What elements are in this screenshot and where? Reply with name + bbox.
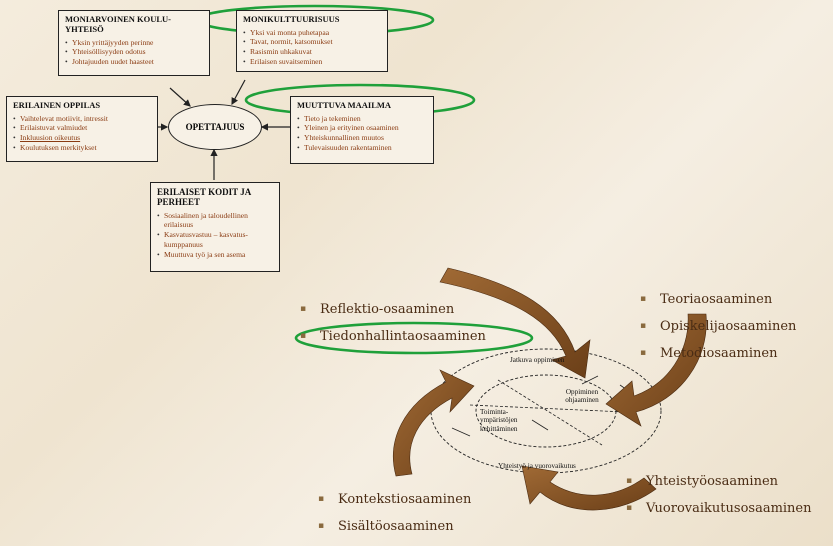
box-title: ERILAISET KODIT JA PERHEET (157, 187, 251, 208)
cycle-label-jatkuva: Jatkuva oppiminen (510, 356, 565, 364)
center-opettajuus: OPETTAJUUS (168, 104, 262, 150)
list-item: Sisältöosaaminen (318, 513, 471, 540)
box-item: Vaihtelevat motiivit, intressit (13, 114, 151, 124)
box-erilainen-oppilas: ERILAINEN OPPILAS Vaihtelevat motiivit, … (6, 96, 158, 162)
box-monikulttuurisuus: MONIKULTTUURISUUS Yksi vai monta puhetap… (236, 10, 388, 72)
box-item: Rasismin uhkakuvat (243, 47, 381, 57)
list-item: Opiskelijaosaaminen (640, 313, 796, 340)
box-item: Sosiaalinen ja taloudellinen erilaisuus (157, 211, 273, 230)
cycle-label-oppiminen: Oppiminen ohjaaminen (565, 388, 599, 405)
box-title: ERILAINEN OPPILAS (13, 100, 101, 110)
box-item: Koulutuksen merkitykset (13, 143, 151, 153)
list-top-left: Reflektio-osaaminen Tiedonhallintaosaami… (300, 296, 486, 350)
box-item: Erilaistuvat valmiudet (13, 123, 151, 133)
box-item: Yhteisöllisyyden odotus (65, 47, 203, 57)
list-item: Tiedonhallintaosaaminen (300, 323, 486, 350)
box-item: Muuttuva työ ja sen asema (157, 250, 273, 260)
list-top-right: Teoriaosaaminen Opiskelijaosaaminen Meto… (640, 286, 796, 367)
cycle-inner-lines (451, 375, 631, 446)
box-item: Yksi vai monta puhetapaa (243, 28, 381, 38)
arrow-left (393, 369, 475, 477)
box-title: MUUTTUVA MAAILMA (297, 100, 392, 110)
box-title: MONIKULTTUURISUUS (243, 14, 340, 24)
connector-arrows (158, 79, 290, 180)
box-item: Erilaisen suvaitseminen (243, 57, 381, 67)
list-item: Kontekstiosaaminen (318, 486, 471, 513)
arrow-top (439, 267, 591, 379)
list-item: Teoriaosaaminen (640, 286, 796, 313)
box-item: Inkluusion oikeutus (13, 133, 151, 143)
list-bottom-right: Yhteistyöosaaminen Vuorovaikutusosaamine… (626, 468, 812, 522)
box-item: Kasvatusvastuu – kasvatus-kumppanuus (157, 230, 273, 249)
box-muuttuva-maailma: MUUTTUVA MAAILMA Tieto ja tekeminen Ylei… (290, 96, 434, 164)
list-item: Yhteistyöosaaminen (626, 468, 812, 495)
box-title: MONIARVOINEN KOULU-YHTEISÖ (65, 14, 172, 34)
box-item: Johtajuuden uudet haasteet (65, 57, 203, 67)
box-erilaiset-kodit: ERILAISET KODIT JA PERHEET Sosiaalinen j… (150, 182, 280, 272)
arrow-bottom (521, 465, 657, 511)
box-item: Yksin yrittäjyyden perinne (65, 38, 203, 48)
box-moniarvoinen: MONIARVOINEN KOULU-YHTEISÖ Yksin yrittäj… (58, 10, 210, 76)
box-item: Yleinen ja erityinen osaaminen (297, 123, 427, 133)
box-item: Yhteiskunnallinen muutos (297, 133, 427, 143)
box-item: Tieto ja tekeminen (297, 114, 427, 124)
list-item: Metodiosaaminen (640, 340, 796, 367)
cycle-label-toimintaymparistot: Toiminta-ympäristöjen kehittäminen (480, 408, 518, 433)
list-item: Vuorovaikutusosaaminen (626, 495, 812, 522)
box-item: Tulevaisuuden rakentaminen (297, 143, 427, 153)
list-item: Reflektio-osaaminen (300, 296, 486, 323)
cycle-label-yhteistyo: Yhteistyö ja vuorovaikutus (498, 462, 576, 470)
list-bottom-left: Kontekstiosaaminen Sisältöosaaminen (318, 486, 471, 540)
box-item: Tavat, normit, katsomukset (243, 37, 381, 47)
